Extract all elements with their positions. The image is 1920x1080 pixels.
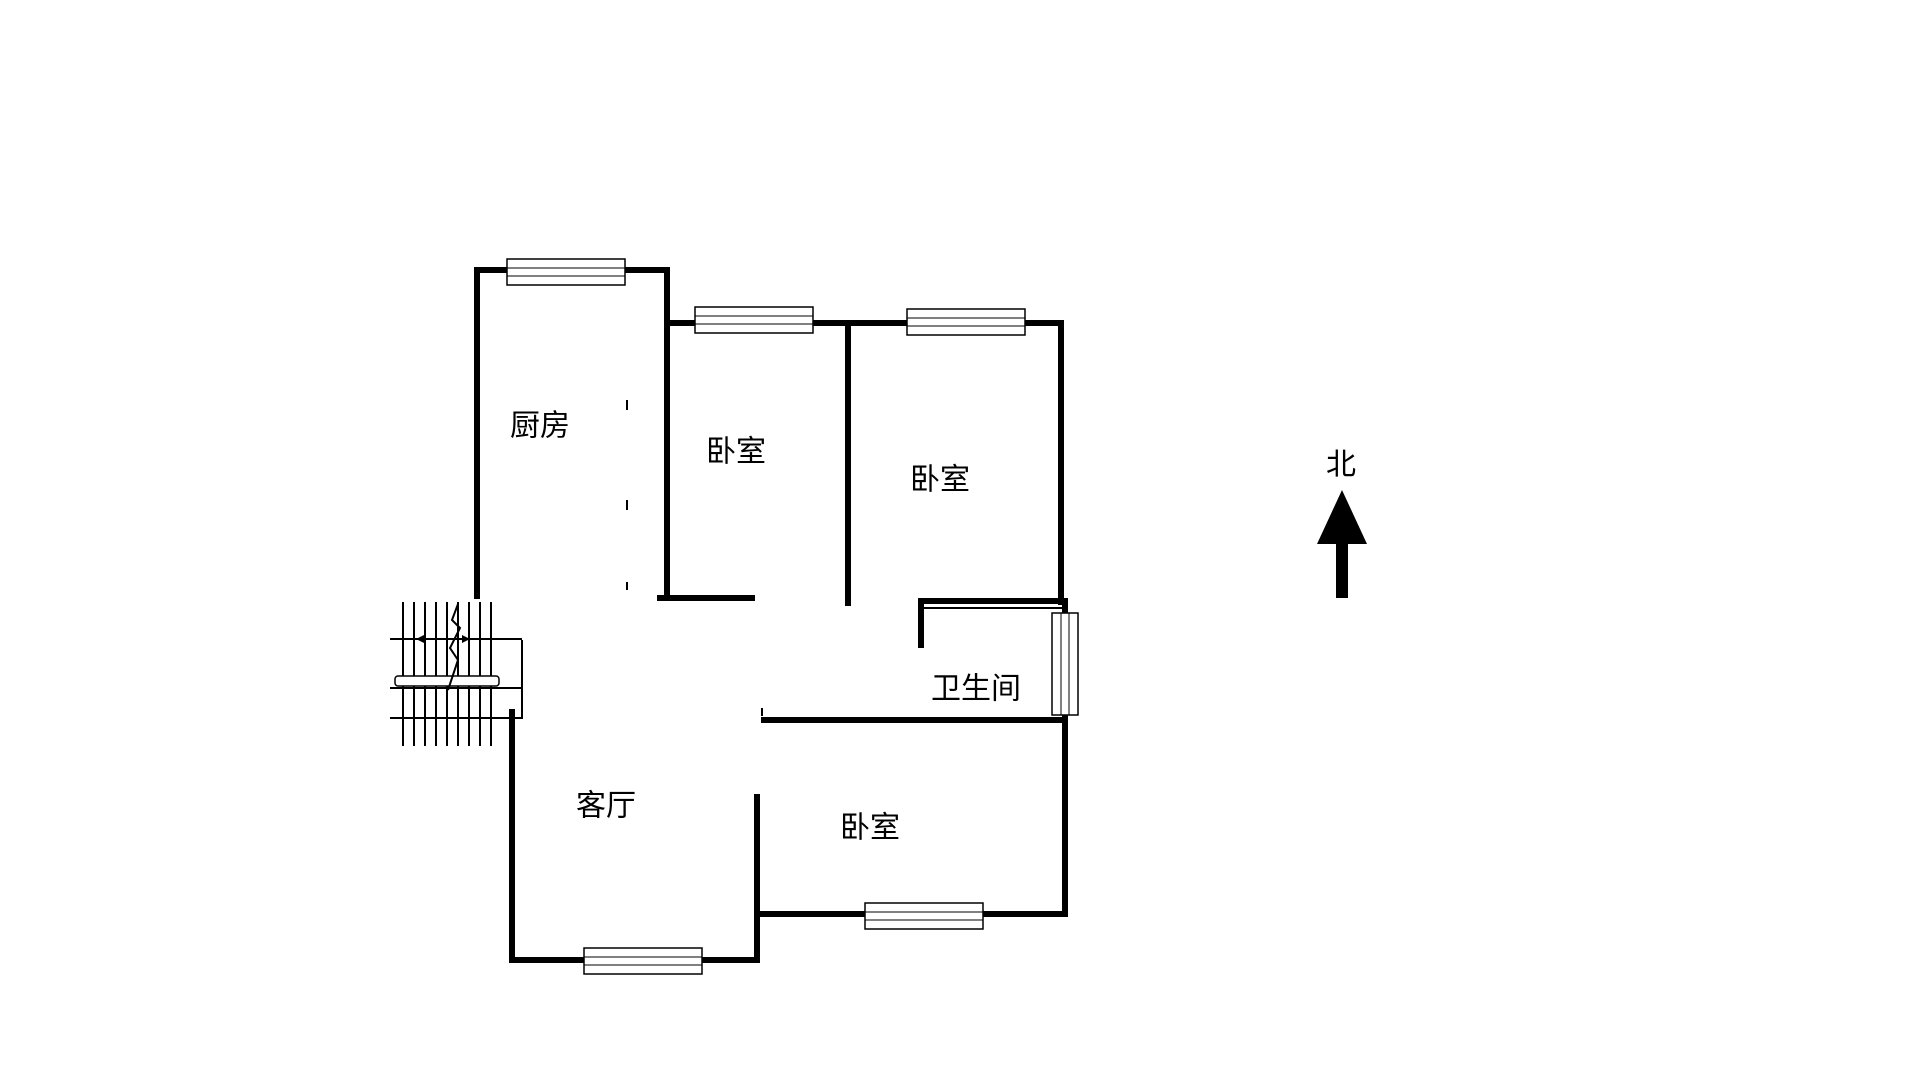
north-label: 北	[1326, 448, 1356, 483]
room-label-living-room: 客厅	[576, 789, 636, 824]
room-label-bedroom-north-right: 卧室	[910, 463, 970, 498]
north-compass: 北	[1317, 448, 1367, 598]
north-arrow-icon	[1317, 490, 1367, 598]
window-bedroom-south	[864, 902, 984, 930]
windows	[506, 258, 1079, 975]
stairwell	[390, 602, 523, 746]
walls	[474, 267, 1068, 963]
window-kitchen	[506, 258, 626, 286]
room-label-bedroom-south: 卧室	[840, 811, 900, 846]
window-living	[583, 947, 703, 975]
window-bedroom-north-right	[906, 308, 1026, 336]
room-label-bathroom: 卫生间	[931, 672, 1021, 707]
window-bedroom-north-left	[694, 306, 814, 334]
window-bathroom	[1051, 612, 1079, 716]
bathroom-top-wall	[918, 598, 1068, 648]
kitchen-wall	[474, 267, 670, 601]
room-label-bedroom-north-left: 卧室	[706, 435, 766, 470]
room-label-kitchen: 厨房	[510, 409, 570, 444]
